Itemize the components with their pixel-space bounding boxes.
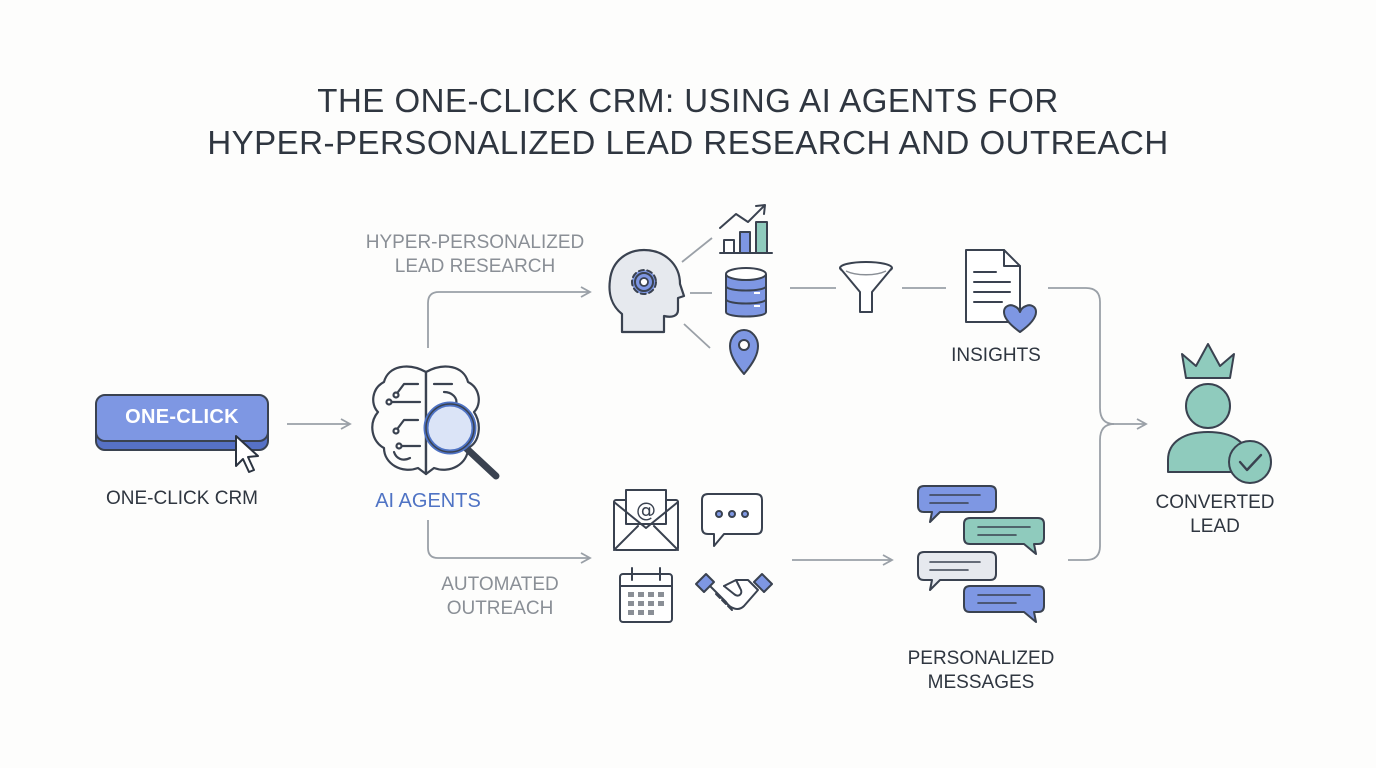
funnel-icon (839, 261, 893, 313)
ai-agents-label: AI AGENTS (375, 490, 481, 512)
outreach-label: AUTOMATED OUTREACH (400, 573, 600, 621)
one-click-button-label[interactable]: ONE-CLICK (125, 406, 239, 428)
converted-lead-label: CONVERTED LEAD (1130, 491, 1300, 539)
brain-search-icon (371, 365, 500, 480)
converted-label-line-2: LEAD (1190, 516, 1240, 537)
one-click-crm-label: ONE-CLICK CRM (105, 488, 258, 509)
email-icon: @ (613, 489, 679, 551)
head-gear-icon (608, 248, 686, 334)
one-click-button[interactable] (95, 394, 269, 451)
message-bubbles-icon (917, 485, 1045, 623)
bracket-top (1048, 287, 1115, 425)
research-label: HYPER-PERSONALIZED LEAD RESEARCH (330, 231, 620, 279)
title-line-1: THE ONE-CLICK CRM: USING AI AGENTS FOR (317, 82, 1059, 120)
outreach-label-line-1: AUTOMATED (441, 574, 559, 595)
research-label-line-2: LEAD RESEARCH (394, 256, 556, 277)
chat-bubble-icon (701, 493, 763, 547)
database-icon (725, 267, 767, 318)
insights-label: INSIGHTS (951, 345, 1041, 366)
calendar-icon (619, 567, 673, 623)
bar-chart-icon (719, 204, 773, 254)
location-pin-icon (729, 329, 759, 375)
connector-head-to-chart (681, 237, 713, 263)
outreach-label-line-2: OUTREACH (446, 598, 554, 619)
bracket-bottom (1068, 423, 1115, 561)
message-bubble-1 (917, 485, 997, 523)
message-bubble-2 (963, 517, 1045, 555)
arrow-agents-to-research (427, 286, 592, 348)
converted-label-line-1: CONVERTED (1155, 492, 1275, 513)
gear-icon (631, 269, 657, 295)
svg-text:@: @ (636, 498, 656, 522)
arrow-agents-to-outreach (427, 520, 592, 564)
handshake-icon (695, 573, 773, 611)
message-bubble-3 (917, 551, 997, 591)
research-label-line-1: HYPER-PERSONALIZED (365, 232, 585, 253)
message-bubble-4 (963, 585, 1045, 623)
page-title: THE ONE-CLICK CRM: USING AI AGENTS FOR H… (0, 80, 1376, 164)
messages-label-line-2: MESSAGES (927, 672, 1035, 693)
cursor-icon (235, 435, 259, 473)
connectors (287, 237, 1148, 566)
title-line-2: HYPER-PERSONALIZED LEAD RESEARCH AND OUT… (207, 124, 1169, 162)
calendar-day-grid (628, 592, 664, 615)
document-heart-icon (965, 249, 1037, 333)
check-icon (1228, 440, 1272, 484)
crown-icon (1181, 343, 1235, 379)
crowned-user-icon (1167, 343, 1272, 484)
connector-head-to-pin (683, 323, 711, 349)
personalized-messages-label: PERSONALIZED MESSAGES (876, 647, 1086, 695)
messages-label-line-1: PERSONALIZED (907, 648, 1055, 669)
